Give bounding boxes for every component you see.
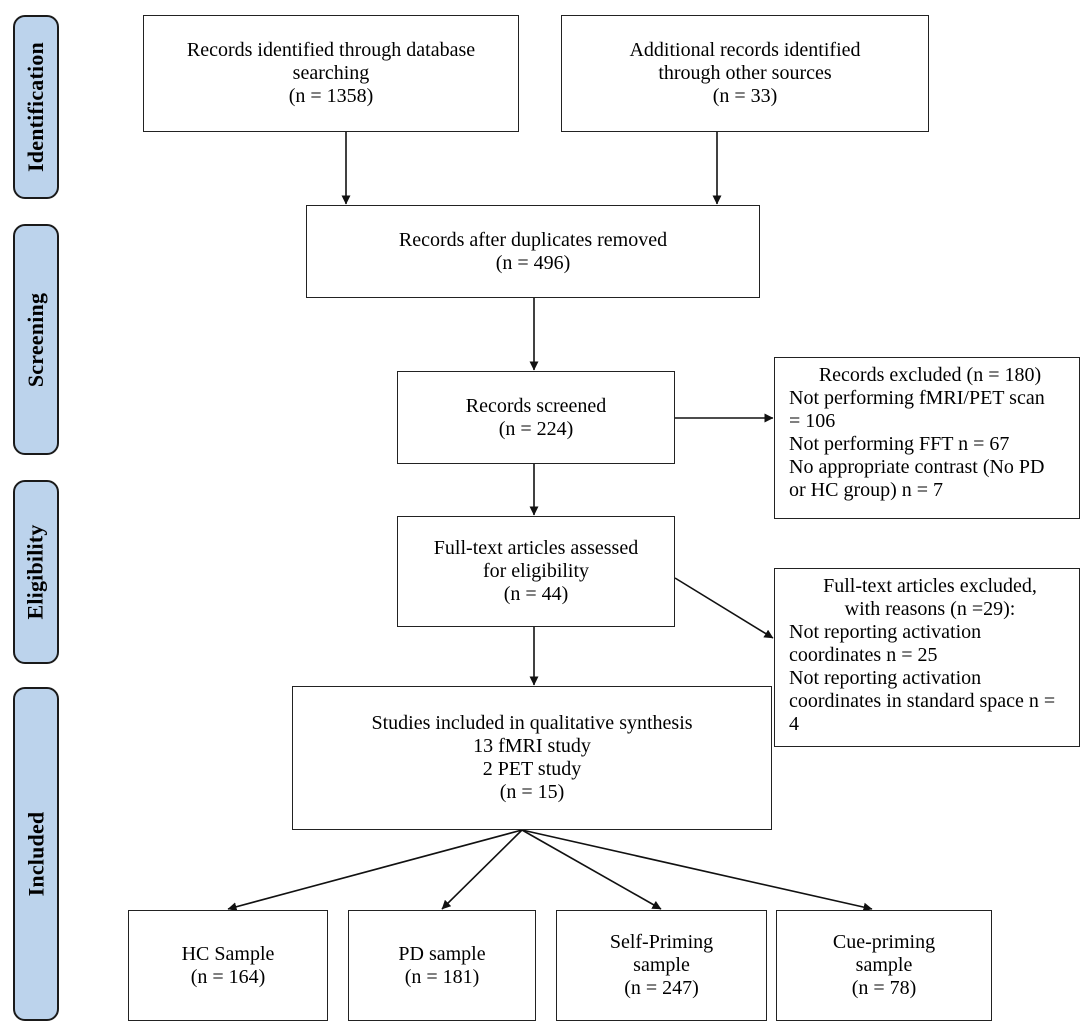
fulltext-assessed-box: Full-text articles assessed for eligibil… <box>397 516 675 627</box>
studies-included-line2: 13 fMRI study <box>473 735 591 757</box>
records-after-duplicates-count: (n = 496) <box>495 251 571 274</box>
cue-priming-count: (n = 78) <box>851 977 917 999</box>
studies-included-line3: 2 PET study <box>482 758 582 780</box>
stage-identification-label: Identification <box>13 15 59 199</box>
arrow-included-to-hc <box>227 829 523 912</box>
records-after-duplicates-box: Records after duplicates removed (n = 49… <box>306 205 760 298</box>
records-database-line1: Records identified through database <box>186 39 476 61</box>
fulltext-excluded-reason-line: Not reporting activation <box>789 621 982 643</box>
fulltext-excluded-header: with reasons (n =29): <box>844 598 1016 620</box>
self-priming-sample-box: Self-Priming sample (n = 247) <box>556 910 767 1021</box>
records-other-line2: through other sources <box>658 62 832 84</box>
hc-sample-count: (n = 164) <box>190 965 266 988</box>
records-other-line1: Additional records identified <box>629 39 861 61</box>
studies-included-count: (n = 15) <box>499 781 565 803</box>
records-excluded-box: Records excluded (n = 180) Not performin… <box>774 357 1080 519</box>
records-database-count: (n = 1358) <box>288 85 374 107</box>
arrow-included-to-cue <box>521 829 873 912</box>
studies-included-box: Studies included in qualitative synthesi… <box>292 686 772 830</box>
records-excluded-reason-line: or HC group) n = 7 <box>789 479 944 501</box>
hc-sample-label: HC Sample <box>181 942 275 965</box>
records-screened-box: Records screened (n = 224) <box>397 371 675 464</box>
records-screened-line1: Records screened <box>465 394 607 417</box>
fulltext-assessed-line2: for eligibility <box>482 560 590 582</box>
records-excluded-reason-line: No appropriate contrast (No PD <box>789 456 1045 478</box>
cue-priming-sample-box: Cue-priming sample (n = 78) <box>776 910 992 1021</box>
pd-sample-count: (n = 181) <box>404 965 480 988</box>
records-other-count: (n = 33) <box>712 85 778 107</box>
fulltext-assessed-line1: Full-text articles assessed <box>433 537 639 559</box>
records-database-line2: searching <box>292 62 370 84</box>
self-priming-label2: sample <box>633 954 690 976</box>
records-excluded-reason-line: Not performing fMRI/PET scan <box>789 387 1045 409</box>
arrow-included-to-pd <box>441 829 523 910</box>
cue-priming-label: Cue-priming <box>832 931 936 953</box>
fulltext-excluded-reason-line: 4 <box>789 713 799 735</box>
self-priming-count: (n = 247) <box>624 977 699 999</box>
stage-included-label: Included <box>13 687 59 1021</box>
cue-priming-label2: sample <box>855 954 913 976</box>
records-excluded-reason-line: = 106 <box>789 410 836 432</box>
fulltext-excluded-header: Full-text articles excluded, <box>823 575 1037 597</box>
fulltext-excluded-reason-line: coordinates in standard space n = <box>789 690 1056 712</box>
records-excluded-header: Records excluded (n = 180) <box>818 364 1042 386</box>
fulltext-excluded-box: Full-text articles excluded, with reason… <box>774 568 1080 747</box>
records-other-sources-box: Additional records identified through ot… <box>561 15 929 132</box>
records-screened-count: (n = 224) <box>498 417 574 440</box>
fulltext-excluded-reason-line: coordinates n = 25 <box>789 644 938 666</box>
self-priming-label: Self-Priming <box>609 931 714 953</box>
stage-screening-label: Screening <box>13 224 59 455</box>
records-excluded-reason-line: Not performing FFT n = 67 <box>789 433 1010 455</box>
records-database-box: Records identified through database sear… <box>143 15 519 132</box>
arrow-included-to-self <box>521 829 662 910</box>
hc-sample-box: HC Sample (n = 164) <box>128 910 328 1021</box>
stage-eligibility-label: Eligibility <box>13 480 59 664</box>
fulltext-excluded-reason-line: Not reporting activation <box>789 667 982 689</box>
studies-included-line1: Studies included in qualitative synthesi… <box>371 712 693 734</box>
pd-sample-box: PD sample (n = 181) <box>348 910 536 1021</box>
pd-sample-label: PD sample <box>398 942 486 965</box>
fulltext-assessed-count: (n = 44) <box>503 583 569 605</box>
records-after-duplicates-line1: Records after duplicates removed <box>398 228 668 251</box>
arrow-fulltext-to-ftexcluded <box>674 577 774 639</box>
